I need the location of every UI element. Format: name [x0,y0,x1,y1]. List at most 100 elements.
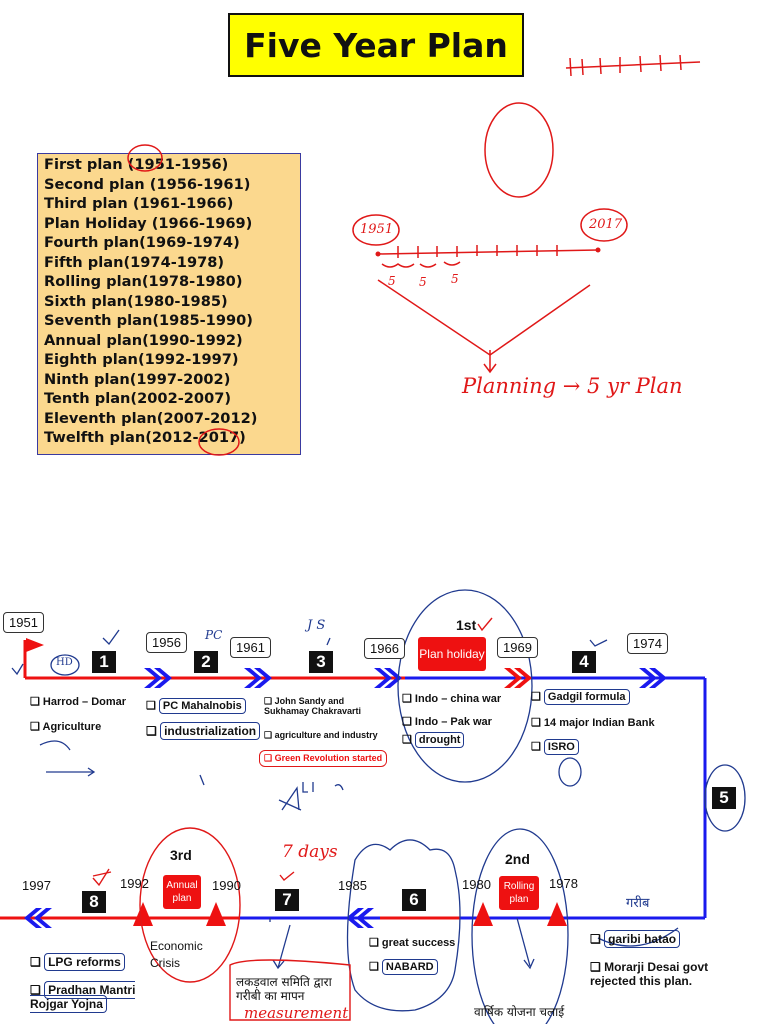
circle-mark [198,428,240,456]
holiday-ordinal: 1st [456,617,477,633]
circle-mark [558,757,582,787]
chevron-left-icon [34,908,52,928]
plan1-point: ❏ Agriculture [30,721,102,733]
year-label: 1990 [212,878,241,893]
holiday-point: ❏ Indo – china war [402,693,502,705]
circle-mark [352,214,400,246]
chevron-right-icon [244,668,262,688]
flag-icon [26,638,44,652]
oval-mark [50,654,80,676]
oval-mark [397,589,533,783]
tally-line [565,61,701,69]
bracket-marks [381,261,461,268]
chevron-right-icon [154,668,172,688]
tick-mark [92,868,112,887]
year-label: 1969 [497,637,538,658]
plan-number-badge: 1 [92,651,116,673]
cloud-mark [346,839,461,1012]
rolling-plan-box: Rolling plan [499,876,539,910]
year-label: 1980 [462,877,491,892]
circle-mark [127,144,163,172]
page-title: Five Year Plan [228,13,524,77]
plan6-point: ❏ NABARD [369,959,438,975]
tick-mark [11,629,608,676]
chevron-left-icon [346,908,364,928]
scribble-mark [199,774,344,793]
plan6-point: ❏ great success [369,937,456,949]
year-label: 1992 [120,876,149,891]
plan-item: Rolling plan(1978-1980) [44,273,243,290]
plan3-point: ❏ agriculture and industry [264,730,378,740]
holiday-point: ❏ Indo – Pak war [402,716,492,728]
plan4-point: ❏ 14 major Indian Bank [531,717,655,729]
year-label: 1956 [146,632,187,653]
plan-item: Ninth plan(1997-2002) [44,370,231,388]
plan-item: Eighth plan(1992-1997) [44,351,239,368]
tick-mark [477,617,493,632]
plan3-point: ❏ John Sandy and Sukhamay Chakravarti [264,696,362,716]
scribble-mark [269,918,679,947]
star-mark [278,786,302,811]
year-label: 1951 [3,612,44,633]
box-mark [229,959,351,1021]
circle-mark [580,208,628,242]
rolling-hindi-note: वार्षिक योजना चलाई [474,1005,565,1019]
plan-number-badge: 2 [194,651,218,673]
handwritten-measurement: measurement [244,1004,349,1022]
sketch-caption: Planning → 5 yr Plan [462,374,683,398]
oval-mark [471,828,569,1024]
arrow-line [277,924,291,969]
timeline-sketch-line [377,249,599,255]
plan8-point: ❏ Pradhan Mantri Rojgar Yojna [30,981,136,1013]
plan3-point: ❏ Green Revolution started [259,750,388,767]
year-label: 1997 [22,878,51,893]
plan-item: Fourth plan(1969-1974) [44,234,240,251]
plan-number-badge: 4 [572,651,596,673]
triangle-marker [547,902,567,926]
plan2-point: ❏ industrialization [146,722,261,740]
arrow-head [523,958,535,970]
plan8-point: ❏ LPG reforms [30,953,125,971]
tick-mark [279,871,295,881]
arrow-head [272,959,285,970]
annual-ordinal: 3rd [170,847,192,863]
handwritten-garibi: गरीब [626,896,650,911]
economic-crisis-note: Economic Crisis [150,939,203,970]
plan-holiday-box: Plan holiday [418,637,486,671]
sketch-five: 5 [451,272,459,286]
year-label: 1966 [364,638,405,659]
chevron-right-icon [504,668,522,688]
plan5-point: ❏ garibi hatao [590,930,681,948]
plan5-point: ❏ Morarji Desai govt rejected this plan. [590,960,709,988]
plan2-point: ❏ PC Mahalnobis [146,698,246,714]
chevron-left-icon [356,908,374,928]
scribble-mark [39,740,96,777]
holiday-point: ❏ drought [402,732,465,748]
chevron-right-icon [144,668,162,688]
chevron-right-icon [514,668,532,688]
plan-list: First plan (1951-1956) Second plan (1956… [37,153,301,455]
dot-mark [595,247,601,253]
arrow-down [483,350,497,374]
timeline-sketch-ticks [397,245,558,258]
plan-item: Third plan (1961-1966) [44,195,234,212]
plan-item: Seventh plan(1985-1990) [44,312,253,329]
plan-item: Fifth plan(1974-1978) [44,253,225,271]
plan-item: Annual plan(1990-1992) [44,331,243,349]
triangle-marker [133,902,153,926]
plan-item: Sixth plan(1980-1985) [44,292,228,310]
year-label: 1961 [230,637,271,658]
chevron-left-icon [24,908,42,928]
plan4-point: ❏ ISRO [531,739,579,755]
rolling-ordinal: 2nd [505,851,530,867]
annual-plan-box: Annual plan [163,875,201,909]
year-label: 1978 [549,876,578,891]
triangle-marker [206,902,226,926]
plan-number-badge: 5 [712,787,736,809]
dot-mark [375,251,381,257]
plan-item: Plan Holiday (1966-1969) [44,214,253,232]
sketch-end-year: 2017 [589,217,623,232]
oval-mark [139,827,241,983]
